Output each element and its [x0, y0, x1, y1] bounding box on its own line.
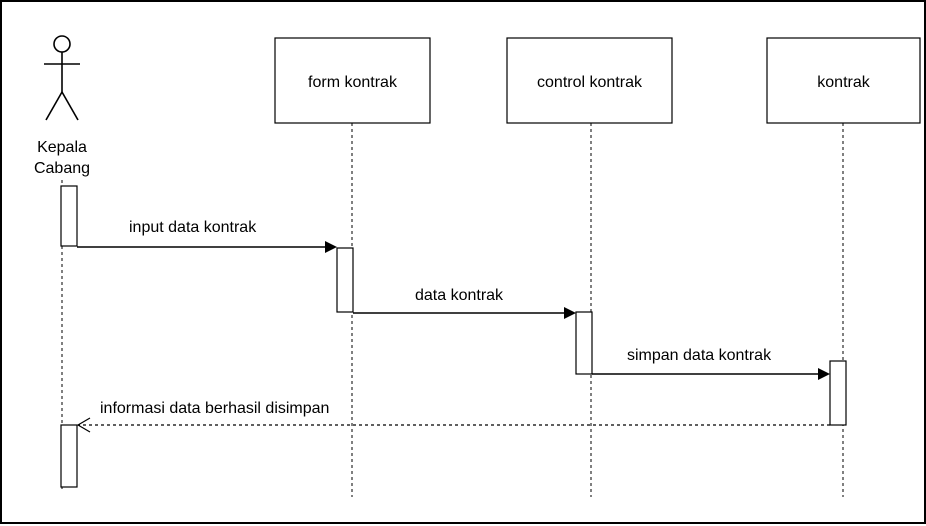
- lifeline-control-kontrak-box: [506, 37, 673, 124]
- message-data-kontrak-label: data kontrak: [415, 287, 504, 304]
- message-informasi-arrow: [76, 417, 91, 433]
- message-input-data-kontrak-arrow: [325, 241, 337, 253]
- activation-form-kontrak: [336, 247, 354, 313]
- message-data-kontrak-arrow: [564, 307, 576, 319]
- activation-actor-2: [60, 424, 78, 488]
- lifeline-control-kontrak[interactable]: control kontrak: [506, 37, 673, 124]
- actor-label-line2: Cabang: [34, 160, 90, 177]
- message-informasi-data-berhasil-disimpan[interactable]: informasi data berhasil disimpan: [76, 400, 830, 433]
- lifeline-control-kontrak-label: control kontrak: [537, 74, 643, 91]
- lifeline-form-kontrak[interactable]: form kontrak: [274, 37, 431, 124]
- actor-left-leg: [45, 91, 63, 121]
- message-simpan-data-kontrak-arrow: [818, 368, 830, 380]
- activation-control-kontrak: [575, 311, 593, 375]
- actor-kepala-cabang[interactable]: Kepala Cabang: [34, 35, 90, 177]
- lifeline-form-kontrak-box: [274, 37, 431, 124]
- message-informasi-label: informasi data berhasil disimpan: [100, 400, 329, 417]
- lifeline-form-kontrak-label: form kontrak: [308, 74, 398, 91]
- activation-kontrak: [829, 360, 847, 426]
- actor-label-line1: Kepala: [37, 139, 87, 156]
- lifeline-kontrak[interactable]: kontrak: [766, 37, 921, 124]
- message-simpan-data-kontrak-label: simpan data kontrak: [627, 347, 772, 364]
- message-input-data-kontrak[interactable]: input data kontrak: [77, 219, 337, 253]
- lifeline-kontrak-label: kontrak: [817, 74, 870, 91]
- actor-right-leg: [61, 91, 79, 121]
- message-data-kontrak[interactable]: data kontrak: [353, 287, 576, 319]
- lifeline-kontrak-box: [766, 37, 921, 124]
- activation-actor-1: [60, 185, 78, 247]
- actor-head: [53, 35, 71, 53]
- message-simpan-data-kontrak[interactable]: simpan data kontrak: [592, 347, 830, 380]
- message-input-data-kontrak-label: input data kontrak: [129, 219, 257, 236]
